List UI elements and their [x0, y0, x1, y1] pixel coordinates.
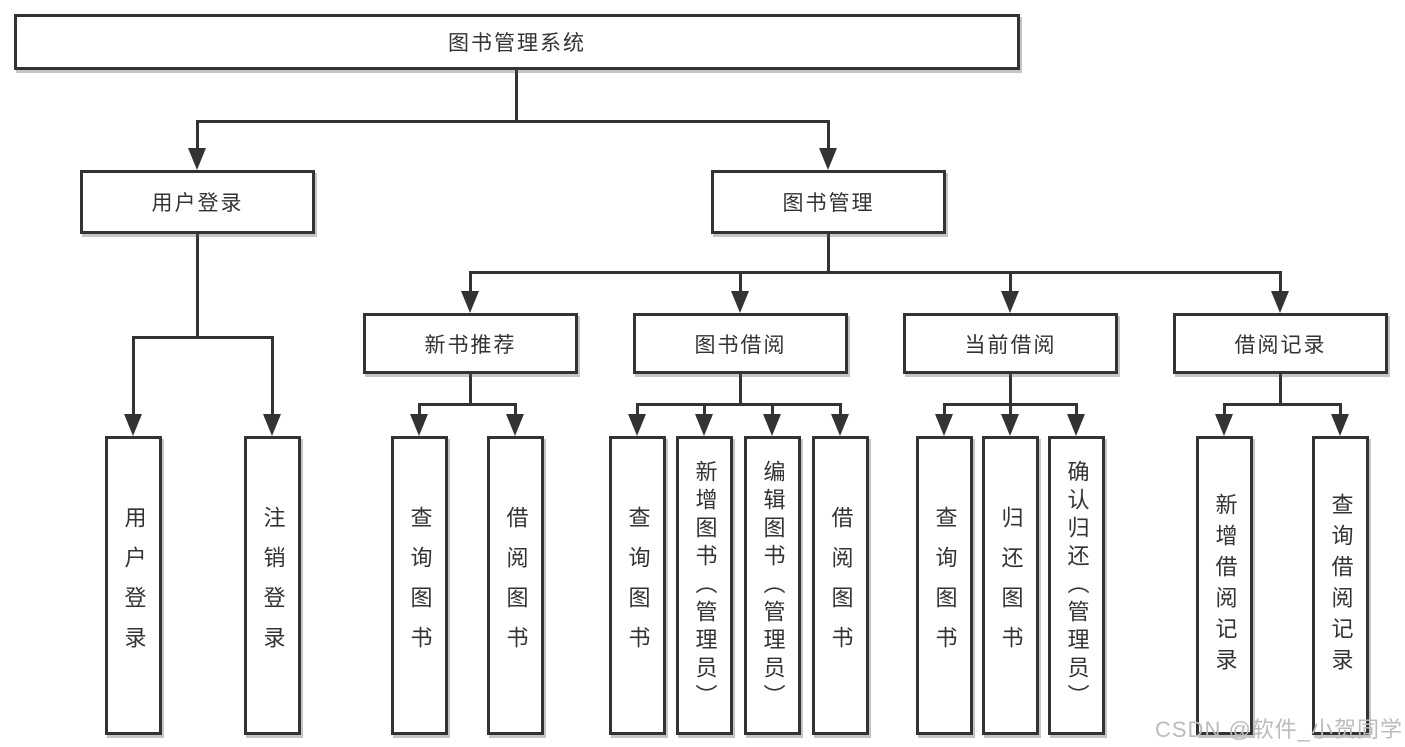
leaf-query-books-borrow: 查询图书 — [609, 436, 666, 735]
leaf-confirm-return-admin: 确认归还（管理员） — [1048, 436, 1105, 735]
csdn-watermark: CSDN @软件_小贺同学 — [1155, 717, 1404, 742]
connector-leaf-drop — [514, 403, 517, 416]
arrowhead-down-icon — [763, 414, 781, 436]
node-label: 确认归还（管理员） — [1064, 459, 1090, 712]
arrowhead-down-icon — [461, 291, 479, 313]
arrowhead-down-icon — [935, 414, 953, 436]
connector-drop-leaf-login — [132, 336, 135, 416]
leaf-query-borrow-record: 查询借阅记录 — [1312, 436, 1369, 735]
node-label: 注销登录 — [260, 505, 286, 666]
node-book-management: 图书管理 — [711, 170, 946, 234]
node-label: 图书管理系统 — [448, 32, 586, 55]
node-label: 用户登录 — [121, 505, 147, 666]
leaf-logout: 注销登录 — [244, 436, 301, 735]
connector-drop-user-login — [196, 120, 199, 150]
arrowhead-down-icon — [263, 414, 281, 436]
arrowhead-down-icon — [1067, 414, 1085, 436]
connector-borrow-records-bar — [1223, 403, 1342, 406]
node-library-system: 图书管理系统 — [14, 14, 1020, 70]
connector-leaf-drop — [1223, 403, 1226, 416]
arrowhead-down-icon — [124, 414, 142, 436]
connector-leaf-drop — [771, 403, 774, 416]
connector-borrow-records-stem — [1279, 372, 1282, 405]
node-label: 当前借阅 — [964, 333, 1057, 357]
connector-leaf-drop — [839, 403, 842, 416]
node-label: 归还图书 — [998, 505, 1024, 666]
arrowhead-down-icon — [506, 414, 524, 436]
arrowhead-down-icon — [831, 414, 849, 436]
arrowhead-down-icon — [1001, 414, 1019, 436]
node-book-borrow: 图书借阅 — [633, 313, 848, 374]
node-label: 图书借阅 — [694, 333, 787, 357]
arrowhead-down-icon — [1215, 414, 1233, 436]
leaf-borrow-books-recommend: 借阅图书 — [487, 436, 544, 735]
node-label: 查询图书 — [625, 505, 651, 666]
arrowhead-down-icon — [731, 291, 749, 313]
node-label: 编辑图书（管理员） — [760, 459, 786, 712]
connector-book-borrow-stem — [739, 372, 742, 405]
connector-user-login-stem — [196, 232, 199, 338]
leaf-return-book: 归还图书 — [982, 436, 1039, 735]
connector-drop-book-borrow — [739, 271, 742, 293]
node-label: 查询图书 — [932, 505, 958, 666]
node-label: 借阅图书 — [503, 505, 529, 666]
node-label: 查询图书 — [407, 505, 433, 666]
node-label: 新增图书（管理员） — [692, 459, 718, 712]
leaf-query-books-recommend: 查询图书 — [391, 436, 448, 735]
node-label: 借阅记录 — [1234, 333, 1327, 357]
arrowhead-down-icon — [188, 148, 206, 170]
arrowhead-down-icon — [695, 414, 713, 436]
connector-leaf-drop — [1075, 403, 1078, 416]
node-user-login: 用户登录 — [80, 170, 315, 234]
connector-drop-new-book — [469, 271, 472, 293]
node-label: 图书管理 — [782, 192, 875, 215]
leaf-user-login: 用户登录 — [105, 436, 162, 735]
leaf-query-books-current: 查询图书 — [916, 436, 973, 735]
arrowhead-down-icon — [1001, 291, 1019, 313]
arrowhead-down-icon — [819, 148, 837, 170]
connector-book-borrow-bar — [636, 403, 842, 406]
arrowhead-down-icon — [1271, 291, 1289, 313]
connector-root-stem — [515, 66, 518, 122]
connector-leaf-drop — [1339, 403, 1342, 416]
connector-drop-current-borrow — [1009, 271, 1012, 293]
leaf-add-borrow-record: 新增借阅记录 — [1196, 436, 1253, 735]
arrowhead-down-icon — [628, 414, 646, 436]
connector-new-book-stem — [469, 372, 472, 405]
arrowhead-down-icon — [410, 414, 428, 436]
leaf-borrow-books: 借阅图书 — [812, 436, 869, 735]
connector-level1-bar — [196, 120, 830, 123]
connector-leaf-drop — [418, 403, 421, 416]
connector-leaf-drop — [1009, 403, 1012, 416]
node-label: 新增借阅记录 — [1212, 492, 1238, 679]
node-borrow-records: 借阅记录 — [1173, 313, 1388, 374]
node-new-book-recommend: 新书推荐 — [363, 313, 578, 374]
node-label: 借阅图书 — [828, 505, 854, 666]
connector-new-book-bar — [418, 403, 517, 406]
connector-book-mgmt-stem — [827, 232, 830, 273]
connector-leaf-drop — [703, 403, 706, 416]
connector-current-borrow-stem — [1009, 372, 1012, 405]
node-label: 新书推荐 — [424, 333, 517, 357]
connector-leaf-drop — [636, 403, 639, 416]
node-label: 用户登录 — [151, 192, 244, 215]
connector-drop-book-mgmt — [827, 120, 830, 150]
connector-drop-borrow-records — [1279, 271, 1282, 293]
leaf-add-book-admin: 新增图书（管理员） — [676, 436, 733, 735]
connector-leaf-drop — [943, 403, 946, 416]
node-current-borrow: 当前借阅 — [903, 313, 1118, 374]
leaf-edit-book-admin: 编辑图书（管理员） — [744, 436, 801, 735]
arrowhead-down-icon — [1331, 414, 1349, 436]
connector-book-mgmt-bar — [469, 271, 1282, 274]
node-label: 查询借阅记录 — [1328, 492, 1354, 679]
connector-user-login-bar — [132, 336, 274, 339]
connector-drop-leaf-logout — [271, 336, 274, 416]
